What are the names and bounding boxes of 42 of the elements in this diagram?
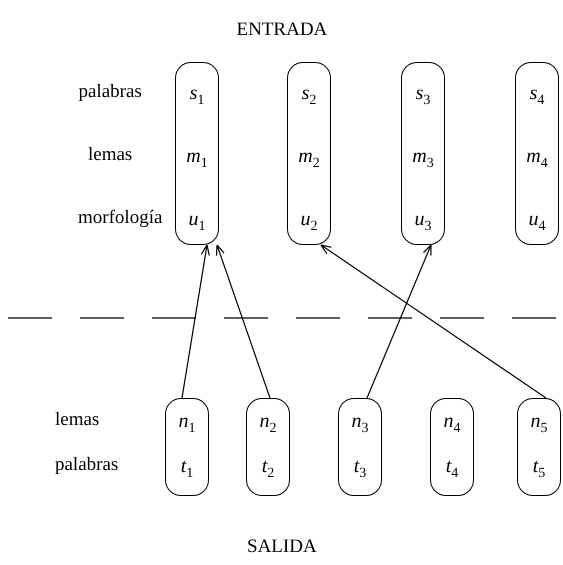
variable-label: m$_{2}$ [297,144,321,173]
variable-label: t$_{4}$ [444,454,460,483]
variable-label: u$_{2}$ [300,207,318,236]
variable-label: n$_{3}$ [350,409,370,438]
variable-label: m$_{3}$ [411,144,435,173]
arrow [181,244,210,398]
rounded-box [287,62,331,245]
variable-label: u$_{1}$ [188,207,206,236]
variable-label: n$_{2}$ [258,409,278,438]
rounded-box [401,62,445,245]
row-label: morfología [78,206,162,230]
row-label: lemas [55,408,100,432]
variable-label: u$_{4}$ [528,207,546,236]
rounded-box [515,62,559,245]
rounded-box [517,398,561,496]
arrow [320,244,546,398]
rounded-box [175,62,219,245]
variable-label: n$_{5}$ [530,409,548,438]
rounded-box [338,398,382,496]
rounded-box [165,398,209,496]
variable-label: u$_{3}$ [414,207,432,236]
section-heading: SALIDA [247,535,317,559]
arrow [366,244,432,398]
variable-label: s$_{3}$ [414,81,432,110]
variable-label: t$_{2}$ [260,454,276,483]
section-heading: ENTRADA [236,18,328,42]
variable-label: m$_{1}$ [185,144,209,173]
row-label: palabras [78,80,142,104]
variable-label: t$_{1}$ [180,454,194,483]
variable-label: n$_{4}$ [442,409,462,438]
variable-label: m$_{4}$ [525,144,549,173]
variable-label: s$_{2}$ [300,81,318,110]
rounded-box [430,398,474,496]
arrow [216,244,271,398]
row-label: lemas [88,143,132,167]
variable-label: s$_{1}$ [188,81,206,110]
variable-label: t$_{3}$ [352,454,368,483]
variable-label: t$_{5}$ [532,454,546,483]
variable-label: n$_{1}$ [178,409,196,438]
row-label: palabras [55,453,118,477]
variable-label: s$_{4}$ [528,81,546,110]
rounded-box [246,398,290,496]
